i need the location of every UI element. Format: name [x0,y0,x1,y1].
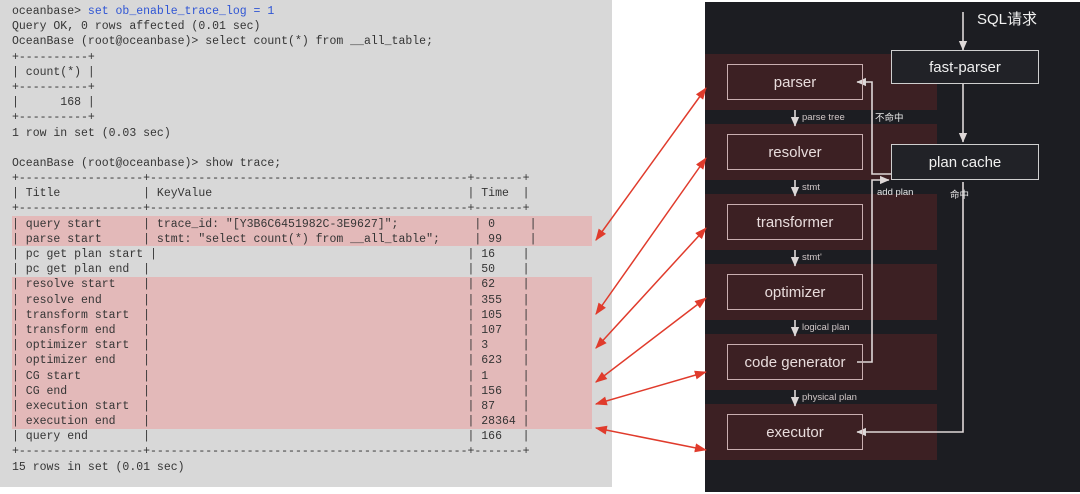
trace-row-highlight [12,276,592,429]
stage-band-code-generator [705,334,937,390]
label-plan-cache: plan cache [928,153,1002,171]
terminal-line: | optimizer start | | 3 | [12,339,530,353]
connector-cg-to-code-generator [594,370,707,406]
terminal-line: +----------+ [12,50,95,64]
stage-box-optimizer[interactable]: optimizer [727,274,863,310]
terminal-line: | execution end | | 28364 | [12,415,530,429]
terminal-command: set ob_enable_trace_log = 1 [87,5,275,18]
terminal-line: | CG start | | 1 | [12,369,530,383]
terminal-line: 15 rows in set (0.01 sec) [12,460,185,474]
terminal-line: | 168 | [12,96,95,110]
trace-row-highlight [12,215,592,247]
terminal-line: | transform end | | 107 | [12,323,530,337]
connector-optimizer-to-optimizer [595,297,707,383]
terminal-line: | Title | KeyValue | Time | [12,187,530,201]
terminal-line: +----------+ [12,80,95,94]
stage-box-resolver[interactable]: resolver [727,134,863,170]
edge-label-physical-plan: physical plan [802,392,857,403]
stage-label-parser: parser [773,73,817,91]
connector-query-parse-to-parser [595,87,707,241]
terminal-line: Query OK, 0 rows affected (0.01 sec) [12,20,261,34]
terminal-line: | query end | | 166 | [12,430,530,444]
stage-label-resolver: resolver [768,143,822,161]
sql-pipeline-diagram: SQL请求 parser resolver transformer optimi… [705,2,1080,492]
stage-box-transformer[interactable]: transformer [727,204,863,240]
stage-box-code-generator[interactable]: code generator [727,344,863,380]
terminal-line: | resolve end | | 355 | [12,293,530,307]
terminal-line: | CG end | | 156 | [12,384,530,398]
edge-label-logical-plan: logical plan [802,322,850,333]
sql-request-label: SQL请求 [977,11,1038,28]
stage-label-optimizer: optimizer [764,283,826,301]
connector-resolve-to-resolver [595,157,707,315]
stage-label-code-generator: code generator [744,353,846,371]
stage-box-parser[interactable]: parser [727,64,863,100]
terminal-line: | pc get plan start | | 16 | [12,248,530,261]
terminal-line: | resolve start | | 62 | [12,278,530,292]
terminal-line: | count(*) | [12,65,95,79]
stage-band-optimizer [705,264,937,320]
terminal-line: | query start | trace_id: "[Y3B6C6451982… [12,217,537,231]
terminal-line: | optimizer end | | 623 | [12,354,530,368]
connector-execution-to-executor [594,425,707,453]
diagram-connector-lines [790,12,968,437]
terminal-line: | execution start | | 87 | [12,399,530,413]
terminal-line: +------------------+--------------------… [12,202,530,216]
edge-label-miss: 不命中 [875,113,904,124]
stage-label-executor: executor [766,423,824,441]
terminal-line: oceanbase> set ob_enable_trace_log = 1 [12,4,537,19]
edge-label-hit: 命中 [950,190,970,201]
terminal-line: | transform start | | 105 | [12,308,530,322]
terminal-line: | pc get plan end | | 50 | [12,263,530,277]
terminal-line: OceanBase (root@oceanbase)> select count… [12,35,433,49]
terminal-line [12,141,537,156]
stage-label-transformer: transformer [756,213,834,231]
terminal-line: +------------------+--------------------… [12,172,530,186]
terminal-line: +----------+ [12,111,95,125]
terminal-line: OceanBase (root@oceanbase)> show trace; [12,156,282,170]
edge-label-parse-tree: parse tree [802,112,845,123]
stage-band-transformer [705,194,937,250]
connector-transform-to-transformer [595,227,707,349]
terminal-prompt: oceanbase> [12,5,88,18]
box-fast-parser[interactable]: fast-parser [891,50,1039,84]
terminal-line: +------------------+--------------------… [12,445,530,459]
terminal-line: | parse start | stmt: "select count(*) f… [12,232,537,246]
label-fast-parser: fast-parser [929,58,1001,76]
edge-label-add-plan: add plan [877,187,914,198]
edge-label-stmt-prime: stmt' [802,252,822,263]
stage-box-executor[interactable]: executor [727,414,863,450]
box-plan-cache[interactable]: plan cache [891,144,1039,180]
terminal-line: 1 row in set (0.03 sec) [12,126,171,140]
edge-label-stmt: stmt [802,182,820,193]
